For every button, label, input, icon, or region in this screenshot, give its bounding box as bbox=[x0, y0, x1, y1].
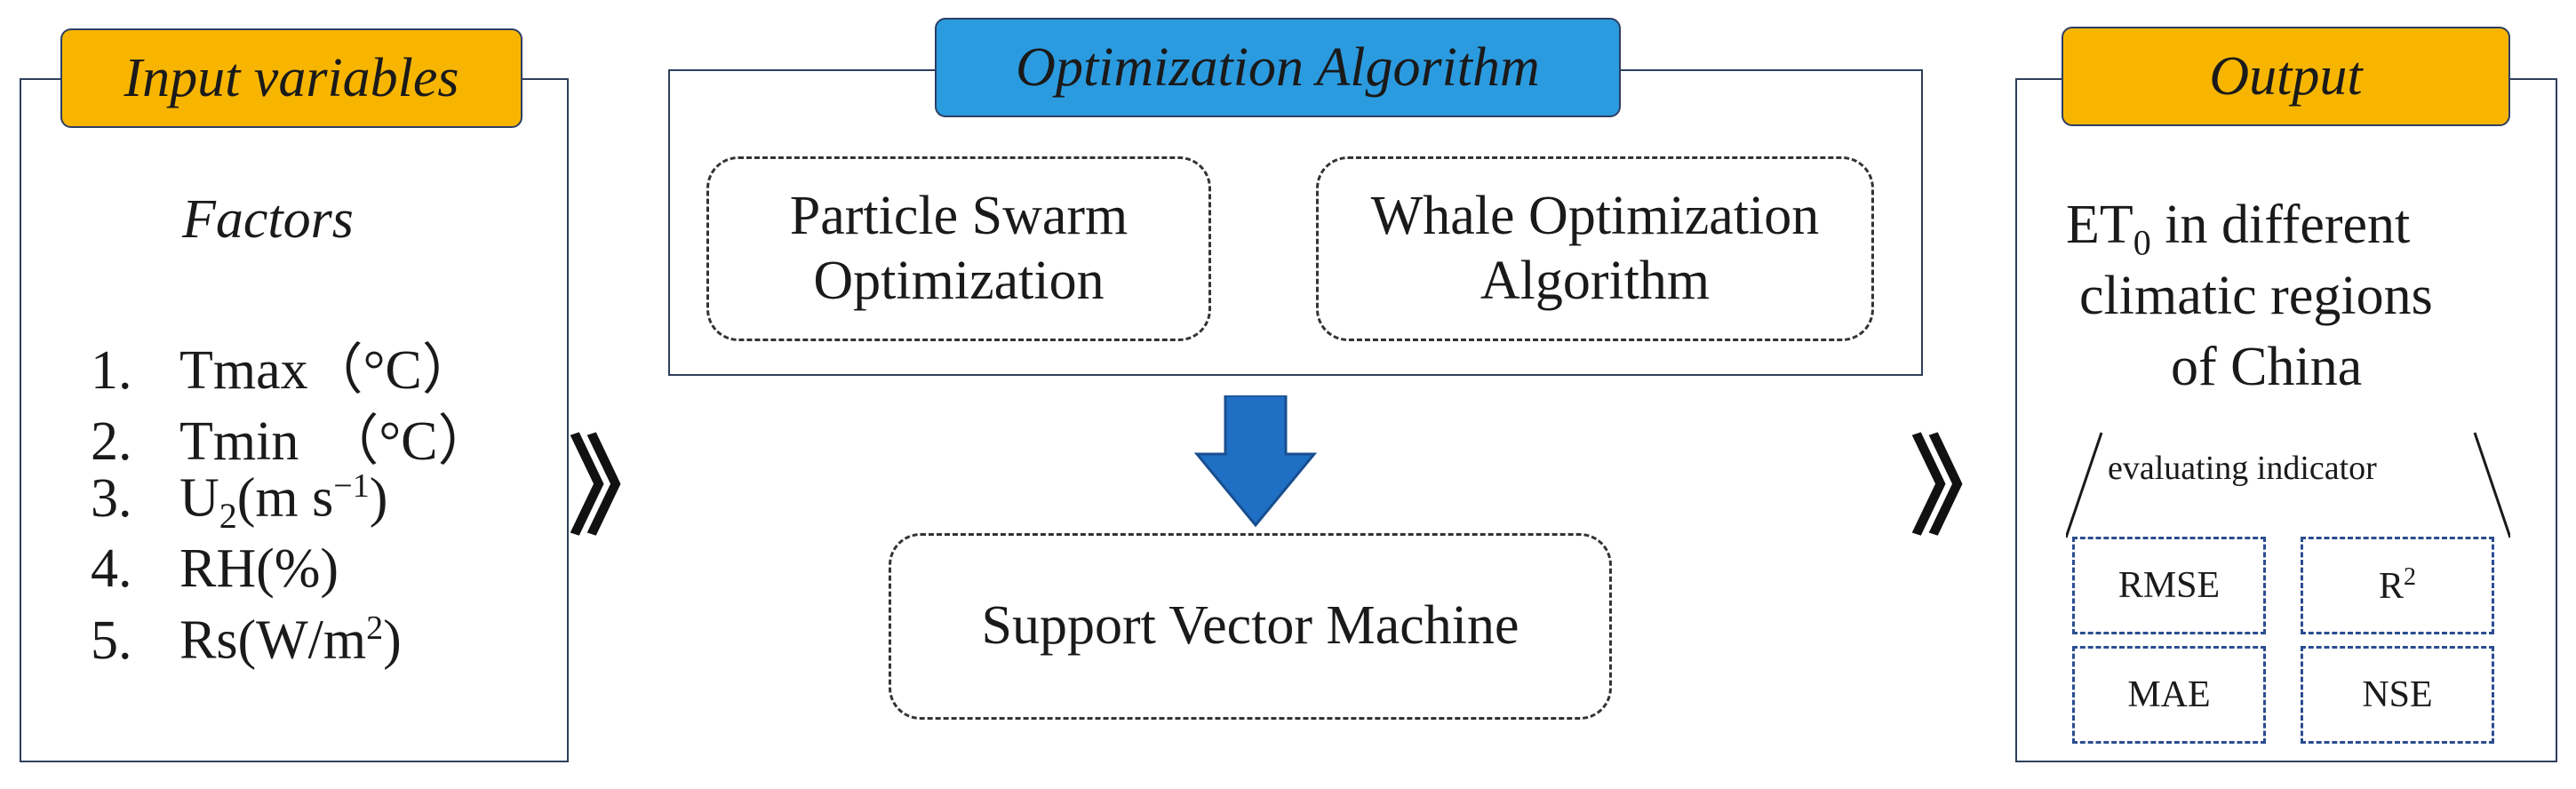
woa-box: Whale Optimization Algorithm bbox=[1316, 156, 1874, 341]
r2-base: R bbox=[2378, 566, 2404, 607]
factor-num: 5. bbox=[91, 610, 132, 671]
factor-name: Tmax bbox=[179, 340, 308, 401]
indicator-label: evaluating indicator bbox=[2108, 450, 2377, 487]
input-panel bbox=[20, 78, 569, 762]
metric-nse-label: NSE bbox=[2362, 674, 2433, 715]
factor-num: 3. bbox=[91, 467, 132, 529]
metric-mae-label: MAE bbox=[2127, 674, 2211, 715]
factor-unit-close: ) bbox=[369, 467, 388, 529]
factor-subscript: 2 bbox=[219, 496, 237, 537]
metric-rmse-label: RMSE bbox=[2117, 565, 2221, 606]
metric-r2: R2 bbox=[2301, 537, 2494, 634]
factor-unit: （°C） bbox=[307, 340, 477, 401]
factor-name: U bbox=[179, 467, 219, 529]
metric-r2-label: R2 bbox=[2379, 563, 2416, 608]
input-variables-tag: Input variables bbox=[60, 28, 522, 128]
metric-rmse: RMSE bbox=[2072, 537, 2266, 634]
output-line-1: ET0 in different bbox=[2066, 194, 2410, 263]
factor-superscript: −1 bbox=[333, 467, 370, 505]
et0-subscript: 0 bbox=[2133, 222, 2151, 263]
factor-num: 2. bbox=[91, 411, 132, 472]
factor-num: 1. bbox=[91, 340, 132, 401]
factor-superscript: 2 bbox=[366, 610, 384, 647]
factor-name: RH(%) bbox=[179, 538, 339, 599]
factor-unit: （°C） bbox=[323, 411, 493, 472]
optimization-algorithm-tag: Optimization Algorithm bbox=[935, 18, 1621, 117]
metric-mae: MAE bbox=[2072, 646, 2266, 744]
factor-item-2: 2. Tmin （°C） bbox=[91, 395, 492, 475]
pso-line2: Optimization bbox=[813, 251, 1105, 311]
factor-name: Tmin bbox=[179, 411, 299, 472]
svm-box: Support Vector Machine bbox=[889, 533, 1612, 720]
factor-item-4: 4. RH(%) bbox=[91, 538, 339, 601]
down-arrow-icon bbox=[1193, 395, 1318, 528]
indicator-bracket bbox=[2066, 432, 2510, 538]
svm-label: Support Vector Machine bbox=[981, 595, 1519, 657]
flow-chevron-left: 》 bbox=[569, 426, 675, 550]
factors-heading: Factors bbox=[182, 189, 354, 250]
r2-superscript: 2 bbox=[2404, 563, 2416, 591]
factor-num: 4. bbox=[91, 538, 132, 599]
output-tag: Output bbox=[2062, 27, 2510, 126]
output-line1-rest: in different bbox=[2150, 195, 2411, 255]
factor-item-1: 1. Tmax（°C） bbox=[91, 324, 477, 404]
factor-item-5: 5. Rs(W/m2) bbox=[91, 609, 402, 673]
output-line-3: of China bbox=[2171, 337, 2363, 397]
pso-line1: Particle Swarm bbox=[789, 185, 1128, 246]
pso-box: Particle Swarm Optimization bbox=[706, 156, 1211, 341]
factor-unit-close: ) bbox=[383, 610, 402, 671]
factor-unit: (m s bbox=[236, 467, 334, 529]
factor-item-3: 3. U2(m s−1) bbox=[91, 466, 387, 537]
et0-main: ET bbox=[2066, 195, 2133, 255]
woa-line1: Whale Optimization bbox=[1370, 185, 1820, 246]
flow-chevron-right: 》 bbox=[1910, 426, 2017, 550]
woa-line2: Algorithm bbox=[1479, 251, 1711, 311]
metric-nse: NSE bbox=[2301, 646, 2494, 744]
factor-name: Rs(W/m bbox=[179, 610, 367, 671]
optimization-panel bbox=[668, 69, 1923, 376]
output-line-2: climatic regions bbox=[2079, 266, 2433, 326]
